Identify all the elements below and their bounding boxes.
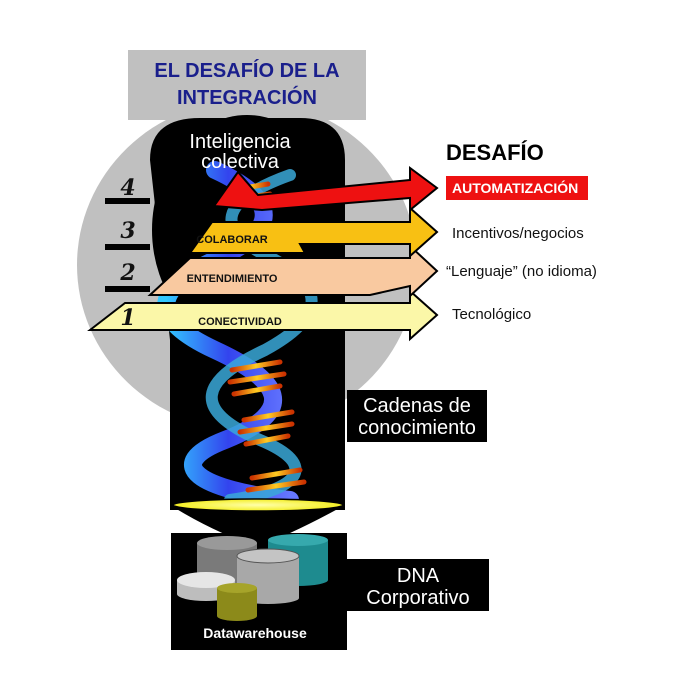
challenge-tecnologico: Tecnológico <box>452 306 531 323</box>
tier-label-conectividad: CONECTIVIDAD <box>198 316 282 328</box>
corporate-label-box <box>347 559 489 611</box>
collective-intelligence-line-2: colectiva <box>201 151 280 173</box>
corporate-label-line-2: Corporativo <box>366 587 469 609</box>
funnel-lens <box>170 498 345 560</box>
arrow-level-4 <box>212 166 439 213</box>
automation-highlight-box <box>446 176 588 200</box>
level-number-3: 3 <box>120 218 135 244</box>
dna-label-box <box>347 390 487 442</box>
title-line-2: INTEGRACIÓN <box>177 85 317 109</box>
datawarehouse-box <box>171 533 347 650</box>
challenge-arrows <box>87 166 439 342</box>
title-line-1: EL DESAFÍO DE LA <box>154 59 339 82</box>
level-number-1: 1 <box>120 305 135 331</box>
challenge-incentivos: Incentivos/negocios <box>452 225 584 242</box>
tier-label-colaborar: COLABORAR <box>196 234 268 246</box>
dna-label-line-2: conocimiento <box>358 417 476 439</box>
level-number-4: 4 <box>120 175 135 201</box>
corporate-label-line-1: DNA <box>397 565 440 587</box>
database-icon-olive <box>217 583 257 621</box>
datawarehouse-label: Datawarehouse <box>203 625 307 641</box>
collective-intelligence-line-1: Inteligencia <box>189 131 291 153</box>
challenge-header: DESAFÍO <box>446 140 544 165</box>
tier-label-entendimiento: ENTENDIMIENTO <box>187 273 278 285</box>
arrow-level-2 <box>147 243 439 299</box>
dna-label-line-1: Cadenas de <box>363 395 471 417</box>
arrow-level-3 <box>188 205 439 259</box>
challenge-lenguaje: “Lenguaje” (no idioma) <box>446 263 597 280</box>
arrow-level-1 <box>87 288 439 342</box>
challenge-automatizacion: AUTOMATIZACIÓN <box>452 179 578 196</box>
level-number-2: 2 <box>119 260 135 286</box>
